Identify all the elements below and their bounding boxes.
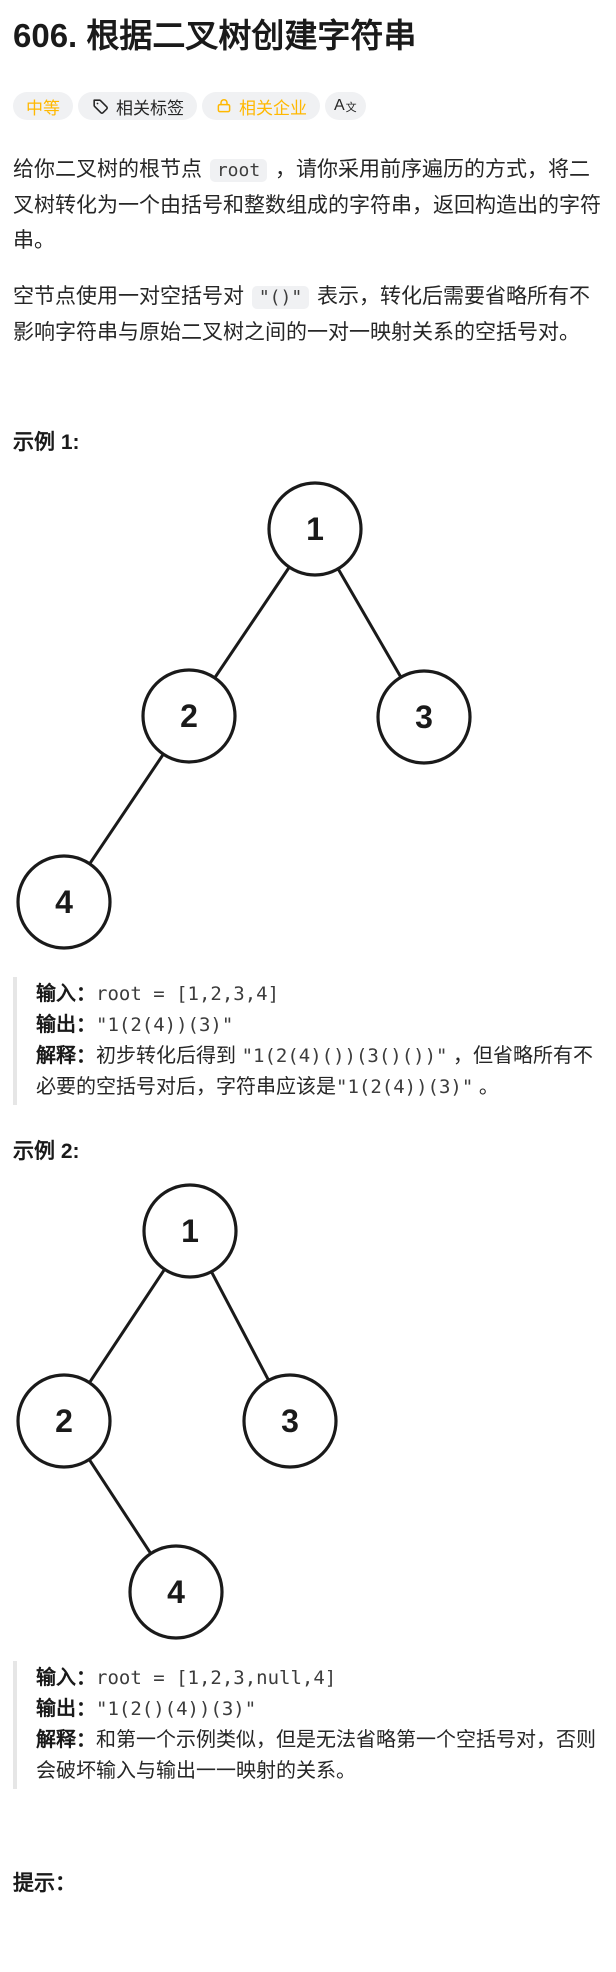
example-2-tree-diagram: 1 2 3 4 [16,1183,338,1640]
text-segment: 空节点使用一对空括号对 [13,285,250,308]
tree-node-circle [267,481,363,577]
lock-icon [215,97,233,115]
related-companies-label: 相关企业 [239,98,307,118]
text-segment: 初步转化后得到 [96,1045,242,1067]
text-segment: ，请你采用前序遍历的方式，将二叉树转化为一个由括号和整数组成的字符串，返回构造出… [13,158,601,252]
tree-edge [88,1268,166,1384]
example-1-io-block: 输入：root = [1,2,3,4] 输出："1(2(4))(3)" 解释：初… [13,977,603,1105]
tree-edge [88,753,165,865]
example-1-heading: 示例 1: [13,431,80,454]
inline-code: "1(2(4))(3)" [336,1076,474,1098]
related-companies-button[interactable]: 相关企业 [202,92,320,120]
tree-node-circle [16,1373,112,1469]
example-2-output-line: 输出："1(2()(4))(3)" [36,1694,603,1725]
tree-edge [210,1271,270,1381]
explain-value: 和第一个示例类似，但是无法省略第一个空括号对，否则会破坏输入与输出一一映射的关系… [36,1729,596,1782]
input-label: 输入： [36,1667,96,1689]
difficulty-badge[interactable]: 中等 [13,92,73,120]
translate-toggle-button[interactable]: A 文 [325,92,366,120]
tree-node-label: 4 [167,1574,185,1610]
input-label: 输入： [36,983,96,1005]
text-segment: 表示，转化后需要省略所有不影响字符串与原始二叉树之间的一对一映射关系的空括号对。 [13,285,591,344]
tree-node-label: 3 [415,699,433,735]
description-paragraph-2: 空节点使用一对空括号对 "()" 表示，转化后需要省略所有不影响字符串与原始二叉… [13,279,603,350]
hints-heading: 提示： [13,1872,76,1895]
tree-edge [336,568,403,678]
tree-edge [87,1458,153,1555]
output-label: 输出： [36,1014,96,1036]
example-2-heading: 示例 2: [13,1140,80,1163]
text-segment: 。 [473,1076,499,1098]
output-label: 输出： [36,1698,96,1720]
tree-node-label: 3 [281,1403,299,1439]
input-value: root = [1,2,3,null,4] [96,1667,337,1689]
related-tags-button[interactable]: 相关标签 [78,92,197,120]
text-segment: 给你二叉树的根节点 [13,158,208,181]
example-2-io-block: 输入：root = [1,2,3,null,4] 输出："1(2()(4))(3… [13,1661,603,1789]
inline-code: "1(2(4)())(3()())" [241,1045,448,1067]
tree-node-label: 2 [180,698,198,734]
explain-value: 初步转化后得到 "1(2(4)())(3()())" ，但省略所有不必要的空括号… [36,1045,593,1098]
example-1-explain-line: 解释：初步转化后得到 "1(2(4)())(3()())" ，但省略所有不必要的… [36,1041,603,1103]
output-value: "1(2(4))(3)" [96,1014,234,1036]
inline-code: root [209,159,268,182]
related-tags-label: 相关标签 [116,98,184,118]
tree-edge [213,566,291,679]
tree-node-circle [142,1183,238,1279]
tree-node-label: 1 [306,511,324,547]
description-paragraph-1: 给你二叉树的根节点 root ，请你采用前序遍历的方式，将二叉树转化为一个由括号… [13,152,603,258]
explain-label: 解释： [36,1729,96,1751]
tree-node-label: 1 [181,1213,199,1249]
translate-icon-cjk: 文 [345,102,357,114]
output-value: "1(2()(4))(3)" [96,1698,257,1720]
text-segment: ，但省略所有不必要的空括号对后，字符串应该是 [36,1045,594,1098]
translate-icon: A [334,97,345,114]
example-1-input-line: 输入：root = [1,2,3,4] [36,979,603,1010]
explain-label: 解释： [36,1045,96,1067]
inline-code: "()" [251,286,310,309]
tree-node-circle [242,1373,338,1469]
tree-node-circle [128,1544,224,1640]
tree-node-circle [16,854,112,950]
tree-node-label: 2 [55,1403,73,1439]
example-2-explain-line: 解释：和第一个示例类似，但是无法省略第一个空括号对，否则会破坏输入与输出一一映射… [36,1725,603,1787]
tree-node-label: 4 [55,884,73,920]
example-1-tree-diagram: 1 2 3 4 [16,481,472,950]
input-value: root = [1,2,3,4] [96,983,280,1005]
text-segment: 和第一个示例类似，但是无法省略第一个空括号对，否则会破坏输入与输出一一映射的关系… [36,1729,596,1782]
tag-icon [91,97,110,116]
tree-node-circle [141,668,237,764]
example-1-output-line: 输出："1(2(4))(3)" [36,1010,603,1041]
tree-node-circle [376,669,472,765]
example-2-input-line: 输入：root = [1,2,3,null,4] [36,1663,603,1694]
badges-row: 中等 相关标签 相关企业 A 文 [13,92,603,120]
page-title: 606. 根据二叉树创建字符串 [13,17,417,54]
